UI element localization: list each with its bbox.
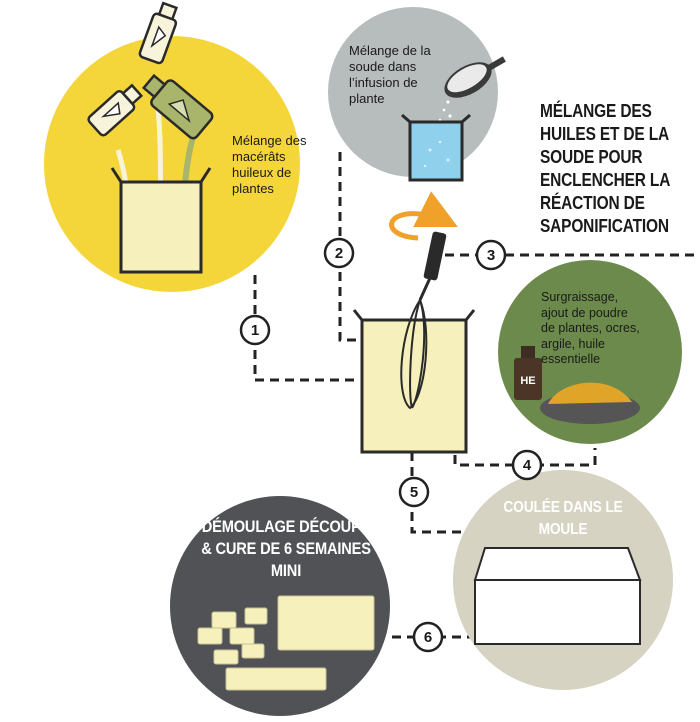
mixing-pot-illustration (352, 191, 476, 454)
connector-step-1 (253, 275, 360, 382)
coulee-illustration (453, 470, 673, 690)
oil-bottle-icon (87, 83, 144, 137)
rotation-arrow-icon (389, 191, 458, 241)
surgraissage-illustration: HE (498, 260, 682, 444)
step-badge-6: 6 (412, 621, 444, 653)
green-circle (498, 260, 682, 444)
macerats-illustration (44, 1, 300, 292)
svg-text:2: 2 (335, 245, 343, 262)
step-badge-4: 4 (511, 449, 543, 481)
step-badge-2: 2 (323, 237, 355, 269)
he-label: HE (520, 375, 535, 387)
oil-glass (119, 180, 203, 274)
svg-text:1: 1 (251, 322, 259, 339)
surgraissage-label: Surgraissage, ajout de poudre de plantes… (541, 290, 640, 366)
oil-bottle-icon (141, 73, 214, 140)
macerats-label: Mélange des macérâts huileux de plantes (232, 133, 307, 196)
soda-beaker (408, 120, 464, 182)
step-badge-5: 5 (398, 476, 430, 508)
svg-text:4: 4 (523, 457, 532, 474)
step-badge-1: 1 (239, 314, 271, 346)
soap-bars-icon (197, 595, 375, 691)
coulee-title: COULÉE DANS LE MOULE (503, 499, 623, 538)
connector-lines (253, 152, 700, 639)
essential-oil-bottle-icon: HE (514, 346, 542, 400)
demoulage-illustration (170, 496, 390, 716)
demoulage-title: DÉMOULAGE DÉCOUPE & CURE DE 6 SEMAINES M… (201, 517, 371, 580)
scoop-icon (444, 56, 506, 98)
mould-icon (473, 547, 642, 581)
svg-text:3: 3 (487, 247, 495, 264)
whisk-icon (400, 231, 447, 410)
mixing-pot (360, 318, 468, 454)
step-badge-3: 3 (475, 239, 507, 271)
reaction-title: MÉLANGE DES HUILES ET DE LA SOUDE POUR E… (540, 101, 670, 236)
connector-step-2 (338, 152, 362, 342)
soude-illustration (328, 7, 506, 182)
connector-step-5 (410, 452, 470, 534)
step-badges: 1 2 3 4 5 6 (239, 237, 543, 653)
svg-text:5: 5 (410, 484, 418, 501)
svg-text:6: 6 (424, 629, 432, 646)
oil-bottle-icon (138, 1, 179, 65)
soude-label: Mélange de la soude dans l’infusion de p… (349, 43, 431, 106)
